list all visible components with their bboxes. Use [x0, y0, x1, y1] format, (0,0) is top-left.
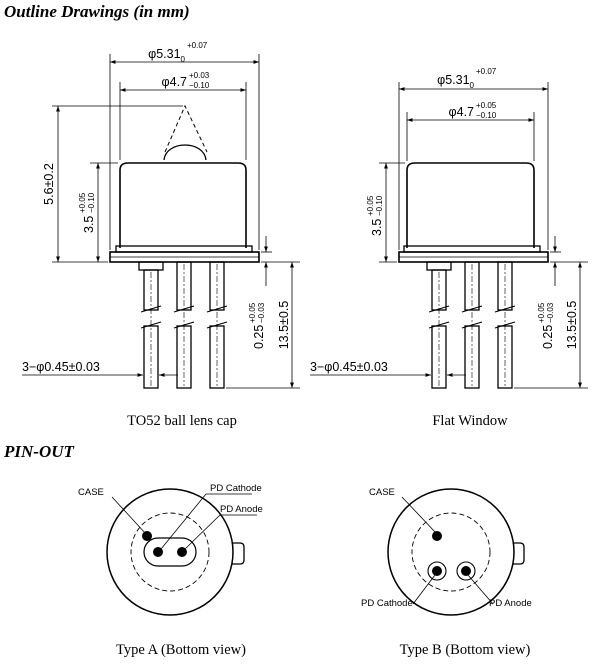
pinout-heading: PIN-OUT	[4, 442, 74, 461]
svg-text:3.5: 3.5	[82, 216, 96, 233]
type-a-caption: Type A (Bottom view)	[116, 642, 246, 658]
svg-text:PD Anode: PD Anode	[220, 504, 263, 515]
svg-text:PD Cathode: PD Cathode	[210, 483, 262, 494]
svg-text:CASE: CASE	[369, 487, 395, 498]
right-package-drawing	[398, 162, 549, 389]
svg-text:φ5.310: φ5.310	[148, 47, 185, 64]
svg-text:+0.05: +0.05	[78, 192, 87, 213]
svg-text:−0.10: −0.10	[375, 195, 384, 216]
svg-text:−0.03: −0.03	[257, 302, 266, 323]
svg-text:PD Cathode: PD Cathode	[361, 598, 413, 609]
svg-text:φ4.7: φ4.7	[449, 105, 475, 119]
svg-text:φ5.310: φ5.310	[437, 73, 474, 90]
svg-text:−0.10: −0.10	[189, 81, 210, 90]
svg-text:13.5±0.5: 13.5±0.5	[565, 301, 579, 350]
svg-text:0.25: 0.25	[252, 325, 266, 349]
svg-text:+0.05: +0.05	[537, 302, 546, 323]
pinout-type-b-labels: CASE PD Cathode PD Anode Type B (Bottom …	[361, 487, 532, 658]
svg-text:3−φ0.45±0.03: 3−φ0.45±0.03	[310, 360, 388, 374]
right-dimension-lines	[310, 82, 588, 389]
pinout-type-a-labels: CASE PD Cathode PD Anode Type A (Bottom …	[78, 483, 263, 658]
left-dimension-lines	[22, 54, 300, 389]
svg-text:+0.03: +0.03	[189, 71, 210, 80]
svg-text:3−φ0.45±0.03: 3−φ0.45±0.03	[22, 360, 100, 374]
svg-text:−0.10: −0.10	[87, 192, 96, 213]
left-package-drawing	[109, 104, 260, 389]
svg-text:+0.05: +0.05	[476, 101, 497, 110]
svg-text:+0.05: +0.05	[366, 195, 375, 216]
svg-text:0.25: 0.25	[541, 325, 555, 349]
svg-text:3.5: 3.5	[370, 219, 384, 236]
svg-text:−0.03: −0.03	[546, 302, 555, 323]
type-b-caption: Type B (Bottom view)	[400, 642, 531, 658]
svg-text:φ4.7: φ4.7	[162, 75, 188, 89]
left-caption: TO52 ball lens cap	[127, 413, 237, 429]
right-caption: Flat Window	[432, 413, 508, 429]
svg-text:13.5±0.5: 13.5±0.5	[277, 301, 291, 350]
svg-text:CASE: CASE	[78, 487, 104, 498]
svg-text:PD Anode: PD Anode	[489, 598, 532, 609]
right-dimension-texts: φ5.310 +0.07 φ4.7 +0.05 −0.10 3.5 +0.05 …	[310, 67, 579, 429]
svg-text:+0.07: +0.07	[187, 41, 208, 50]
pinout-type-a	[106, 488, 257, 616]
svg-text:+0.05: +0.05	[248, 302, 257, 323]
svg-text:−0.10: −0.10	[476, 111, 497, 120]
outline-drawings-heading: Outline Drawings (in mm)	[4, 2, 190, 21]
left-dimension-texts: φ5.310 +0.07 φ4.7 +0.03 −0.10 5.6±0.2 3.…	[22, 41, 291, 429]
pinout-type-b	[387, 488, 525, 616]
svg-text:+0.07: +0.07	[476, 67, 497, 76]
svg-text:5.6±0.2: 5.6±0.2	[42, 163, 56, 205]
